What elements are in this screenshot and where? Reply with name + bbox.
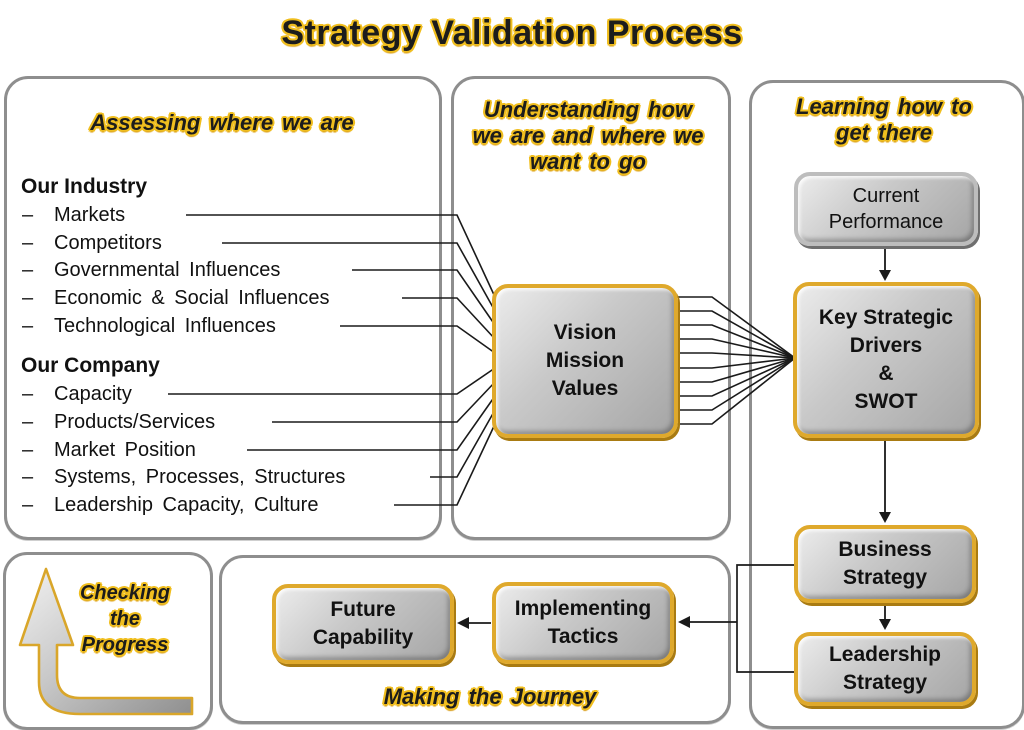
key-strategic-drivers-box: Key Strategic Drivers & SWOT	[793, 282, 979, 438]
list-item-market-position: –Market Position	[22, 439, 196, 461]
dash-bullet: –	[22, 466, 34, 488]
dash-bullet: –	[22, 494, 34, 516]
vision-mission-values-box: Vision Mission Values	[492, 284, 678, 438]
future-capability-box: Future Capability	[272, 584, 454, 664]
implementing-tactics-box: Implementing Tactics	[492, 582, 674, 664]
dash-bullet: –	[22, 411, 34, 433]
list-item-systems-processes: –Systems, Processes, Structures	[22, 466, 346, 488]
business-strategy-label: Business Strategy	[838, 538, 932, 589]
dash-bullet: –	[22, 439, 34, 461]
vision-label: Vision Mission Values	[545, 321, 625, 400]
assessing-header: Assessing where we are	[90, 110, 354, 135]
list-item-economic: –Economic & Social Influences	[22, 287, 330, 309]
dash-bullet: –	[22, 315, 34, 337]
our-industry-heading: Our Industry	[21, 175, 148, 198]
current-performance-box: Current Performance	[794, 172, 978, 246]
journey-header: Making the Journey	[383, 684, 597, 709]
key-strategic-drivers-label: Key Strategic Drivers & SWOT	[818, 306, 954, 413]
list-item-technological: –Technological Influences	[22, 315, 276, 337]
current-performance-label: Current Performance	[828, 185, 944, 233]
dash-bullet: –	[22, 232, 34, 254]
leadership-strategy-label: Leadership Strategy	[828, 643, 942, 694]
list-item-governmental: –Governmental Influences	[22, 259, 281, 281]
list-item-markets: –Markets	[22, 204, 126, 226]
list-item-leadership-capacity: –Leadership Capacity, Culture	[22, 494, 319, 516]
page-title: Strategy Validation Process	[281, 14, 743, 52]
understanding-header: Understanding how we are and where we wa…	[472, 97, 704, 174]
business-strategy-box: Business Strategy	[794, 525, 976, 603]
dash-bullet: –	[22, 287, 34, 309]
list-item-products-services: –Products/Services	[22, 411, 216, 433]
dash-bullet: –	[22, 204, 34, 226]
leadership-strategy-box: Leadership Strategy	[794, 632, 976, 706]
dash-bullet: –	[22, 383, 34, 405]
checking-header: Checking the Progress	[79, 582, 171, 656]
learning-header: Learning how to get there	[796, 94, 972, 145]
dash-bullet: –	[22, 259, 34, 281]
list-item-competitors: –Competitors	[22, 232, 162, 254]
future-capability-label: Future Capability	[312, 598, 414, 649]
our-company-heading: Our Company	[21, 354, 160, 377]
list-item-capacity: –Capacity	[22, 383, 132, 405]
implementing-tactics-label: Implementing Tactics	[514, 597, 652, 648]
